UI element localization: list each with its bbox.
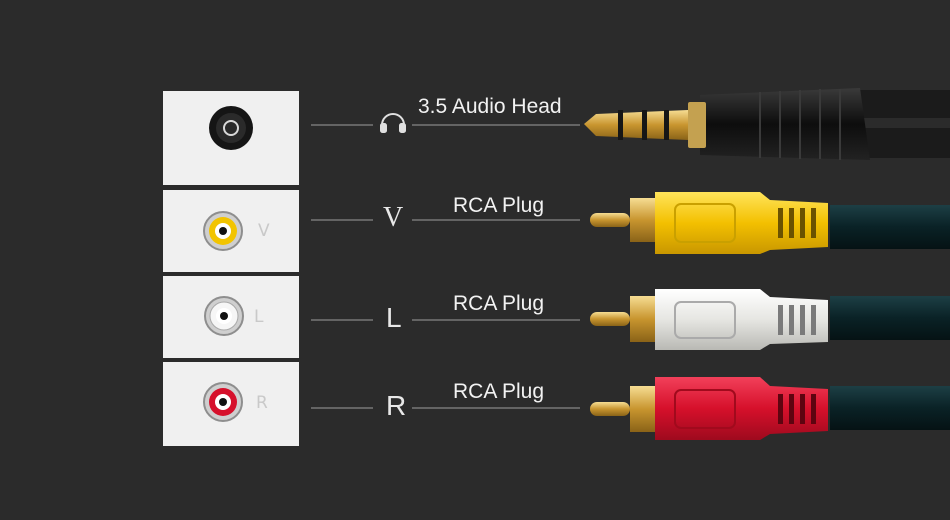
left-port-letter: L bbox=[254, 307, 264, 327]
video-line-letter: V bbox=[383, 202, 404, 233]
audio-head-label: 3.5 Audio Head bbox=[418, 95, 562, 118]
right-rca-label: RCA Plug bbox=[453, 380, 545, 403]
audio-plug bbox=[584, 88, 950, 160]
video-rca-plug bbox=[590, 192, 950, 254]
video-port-letter: V bbox=[258, 221, 270, 241]
right-rca-plug bbox=[590, 377, 950, 440]
right-line-letter: R bbox=[386, 390, 407, 421]
audio-jack-socket bbox=[209, 106, 253, 150]
left-rca-plug bbox=[590, 289, 950, 350]
connector-lines bbox=[311, 124, 580, 409]
left-rca-socket bbox=[204, 296, 244, 336]
video-rca-socket bbox=[203, 211, 243, 251]
left-line-letter: L bbox=[386, 302, 402, 333]
headphones-icon bbox=[380, 113, 406, 133]
video-rca-label: RCA Plug bbox=[453, 194, 545, 217]
right-port-letter: R bbox=[256, 393, 268, 413]
right-rca-socket bbox=[203, 382, 243, 422]
left-rca-label: RCA Plug bbox=[453, 292, 545, 315]
